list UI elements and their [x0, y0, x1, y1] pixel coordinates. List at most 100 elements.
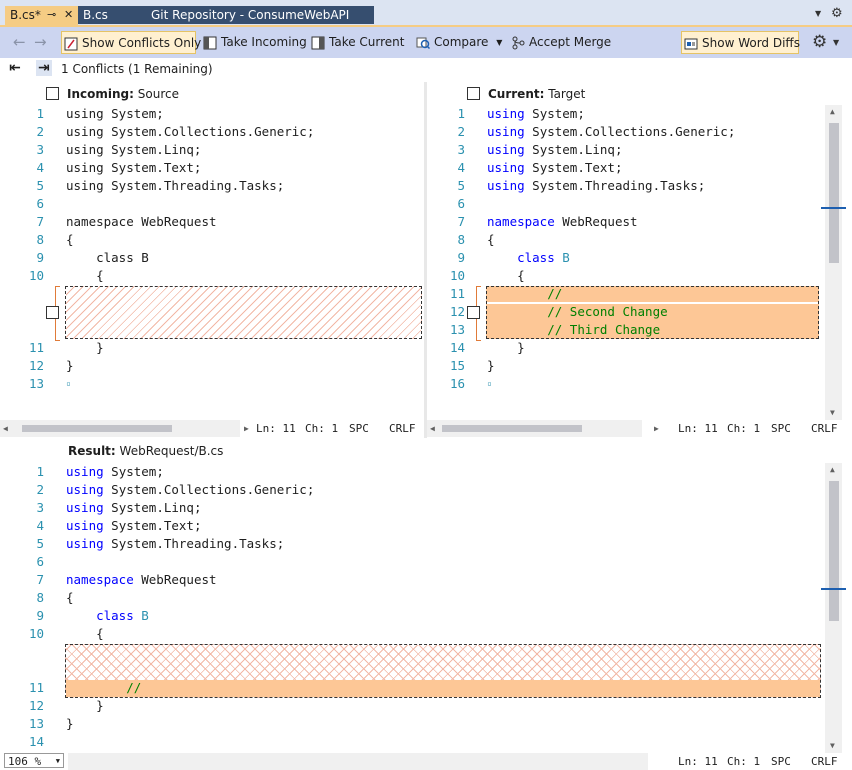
compare-label: Compare [434, 35, 489, 49]
result-line-number: 13 [28, 716, 44, 731]
vertical-splitter[interactable] [424, 82, 427, 438]
incoming-line-number: 7 [36, 214, 44, 229]
current-vertical-scrollbar-thumb[interactable] [829, 123, 839, 263]
result-vertical-scrollbar-thumb[interactable] [829, 481, 839, 621]
result-line-number: 3 [36, 500, 44, 515]
pin-icon[interactable]: ⊸ [47, 8, 57, 21]
current-line-number: 13 [449, 322, 465, 337]
current-line-number: 3 [457, 142, 465, 157]
result-horizontal-scrollbar[interactable] [68, 753, 648, 770]
show-word-diffs-label: Show Word Diffs [702, 36, 800, 50]
incoming-horizontal-scrollbar[interactable]: ◀▶ [0, 420, 249, 437]
navigate-forward-icon[interactable]: → [34, 33, 47, 51]
result-line-number: 1 [36, 464, 44, 479]
result-accepted-line-highlight [66, 680, 820, 697]
accept-merge-button[interactable]: Accept Merge [511, 31, 611, 54]
compare-dropdown[interactable]: Compare ▼ [416, 31, 502, 54]
close-icon[interactable]: ✕ [64, 8, 74, 21]
current-scroll-right-icon[interactable]: ▶ [654, 424, 659, 433]
incoming-line-number: 9 [36, 250, 44, 265]
zoom-level-dropdown[interactable]: 106 % ▼ [4, 753, 64, 768]
tab-dropdown-icon[interactable]: ▼ [815, 9, 822, 18]
accept-merge-label: Accept Merge [529, 35, 612, 49]
current-code-line: { [487, 232, 495, 247]
incoming-code-line: } [66, 340, 104, 355]
current-code-line: } [487, 340, 525, 355]
current-horizontal-thumb[interactable] [442, 425, 582, 432]
tab-bcs-modified[interactable]: B.cs* ⊸ ✕ [5, 6, 78, 27]
result-code-line: } [66, 698, 104, 713]
current-checkbox[interactable] [467, 87, 480, 100]
result-vertical-scrollbar-down-arrow-icon[interactable]: ▼ [830, 741, 835, 750]
options-chevron-down-icon[interactable]: ▼ [833, 38, 840, 47]
previous-conflict-icon[interactable]: ⇤ [9, 60, 21, 76]
result-code-line: using System.Collections.Generic; [66, 482, 315, 497]
current-status-spc: SPC [771, 422, 791, 435]
current-vertical-scrollbar[interactable]: ▲▼ [821, 105, 846, 420]
tab-git-repository[interactable]: Git Repository - ConsumeWebAPI [146, 6, 374, 24]
incoming-source-name: Source [137, 87, 179, 101]
current-conflict-checkbox[interactable] [467, 306, 480, 319]
tab-title: B.cs [83, 8, 108, 22]
show-conflicts-only-button[interactable]: Show Conflicts Only [61, 31, 201, 54]
incoming-conflict-checkbox[interactable] [46, 306, 59, 319]
current-code-line: // Third Change [547, 322, 661, 337]
show-conflicts-only-label: Show Conflicts Only [82, 36, 202, 50]
incoming-code-line: } [66, 358, 74, 373]
current-code-line: using System.Linq; [487, 142, 623, 157]
take-current-button[interactable]: Take Current [311, 31, 405, 54]
result-code-line: } [66, 716, 74, 731]
current-code-line: class B [517, 250, 570, 265]
current-vertical-scrollbar-up-arrow-icon[interactable]: ▲ [830, 107, 835, 116]
take-current-icon [311, 35, 325, 49]
result-vertical-scrollbar-up-arrow-icon[interactable]: ▲ [830, 465, 835, 474]
current-label: Current: [488, 87, 545, 101]
current-line-number: 6 [457, 196, 465, 211]
incoming-code-line: namespace WebRequest [66, 214, 217, 229]
navigate-back-icon[interactable]: ← [13, 33, 26, 51]
result-label: Result: [68, 444, 116, 458]
current-line-number: 9 [457, 250, 465, 265]
result-vertical-scrollbar[interactable]: ▲▼ [821, 463, 846, 753]
current-conflict-line-separator [487, 302, 818, 304]
incoming-code-line: using System.Linq; [66, 142, 202, 157]
current-horizontal-scrollbar[interactable]: ◀▶ [427, 420, 659, 437]
take-incoming-label: Take Incoming [221, 35, 307, 49]
incoming-code-line: using System.Threading.Tasks; [66, 178, 285, 193]
incoming-scroll-right-icon[interactable]: ▶ [244, 424, 249, 433]
result-code-line: using System.Threading.Tasks; [66, 536, 285, 551]
result-header: Result: WebRequest/B.cs [68, 441, 223, 461]
incoming-code-line: class B [66, 250, 149, 265]
current-line-number: 16 [449, 376, 465, 391]
zoom-chevron-down-icon: ▼ [55, 757, 60, 765]
options-gear-icon[interactable]: ⚙ [812, 32, 828, 52]
show-word-diffs-button[interactable]: Show Word Diffs [681, 31, 800, 54]
compare-chevron-down-icon: ▼ [496, 38, 503, 47]
zoom-level-value: 106 % [8, 755, 42, 768]
incoming-line-number: 1 [36, 106, 44, 121]
next-conflict-icon[interactable]: ⇥ [36, 60, 52, 76]
compare-icon [416, 35, 431, 49]
result-line-number: 11 [28, 680, 44, 695]
current-vertical-scrollbar-down-arrow-icon[interactable]: ▼ [830, 408, 835, 417]
tab-title: Git Repository - ConsumeWebAPI [151, 8, 350, 22]
incoming-horizontal-thumb[interactable] [22, 425, 172, 432]
current-line-number: 1 [457, 106, 465, 121]
incoming-line-number: 6 [36, 196, 44, 211]
current-code-line: using System.Collections.Generic; [487, 124, 736, 139]
result-line-number: 12 [28, 698, 44, 713]
incoming-line-number: 2 [36, 124, 44, 139]
current-line-number: 11 [449, 286, 465, 301]
current-scroll-left-icon[interactable]: ◀ [430, 424, 435, 433]
incoming-code-line: { [66, 232, 74, 247]
settings-gear-icon[interactable]: ⚙ [831, 6, 843, 21]
tab-bcs[interactable]: B.cs [78, 6, 146, 24]
take-incoming-button[interactable]: Take Incoming [203, 31, 307, 54]
result-line-number: 5 [36, 536, 44, 551]
incoming-line-number: 11 [28, 340, 44, 355]
incoming-scroll-left-icon[interactable]: ◀ [3, 424, 8, 433]
incoming-checkbox[interactable] [46, 87, 59, 100]
